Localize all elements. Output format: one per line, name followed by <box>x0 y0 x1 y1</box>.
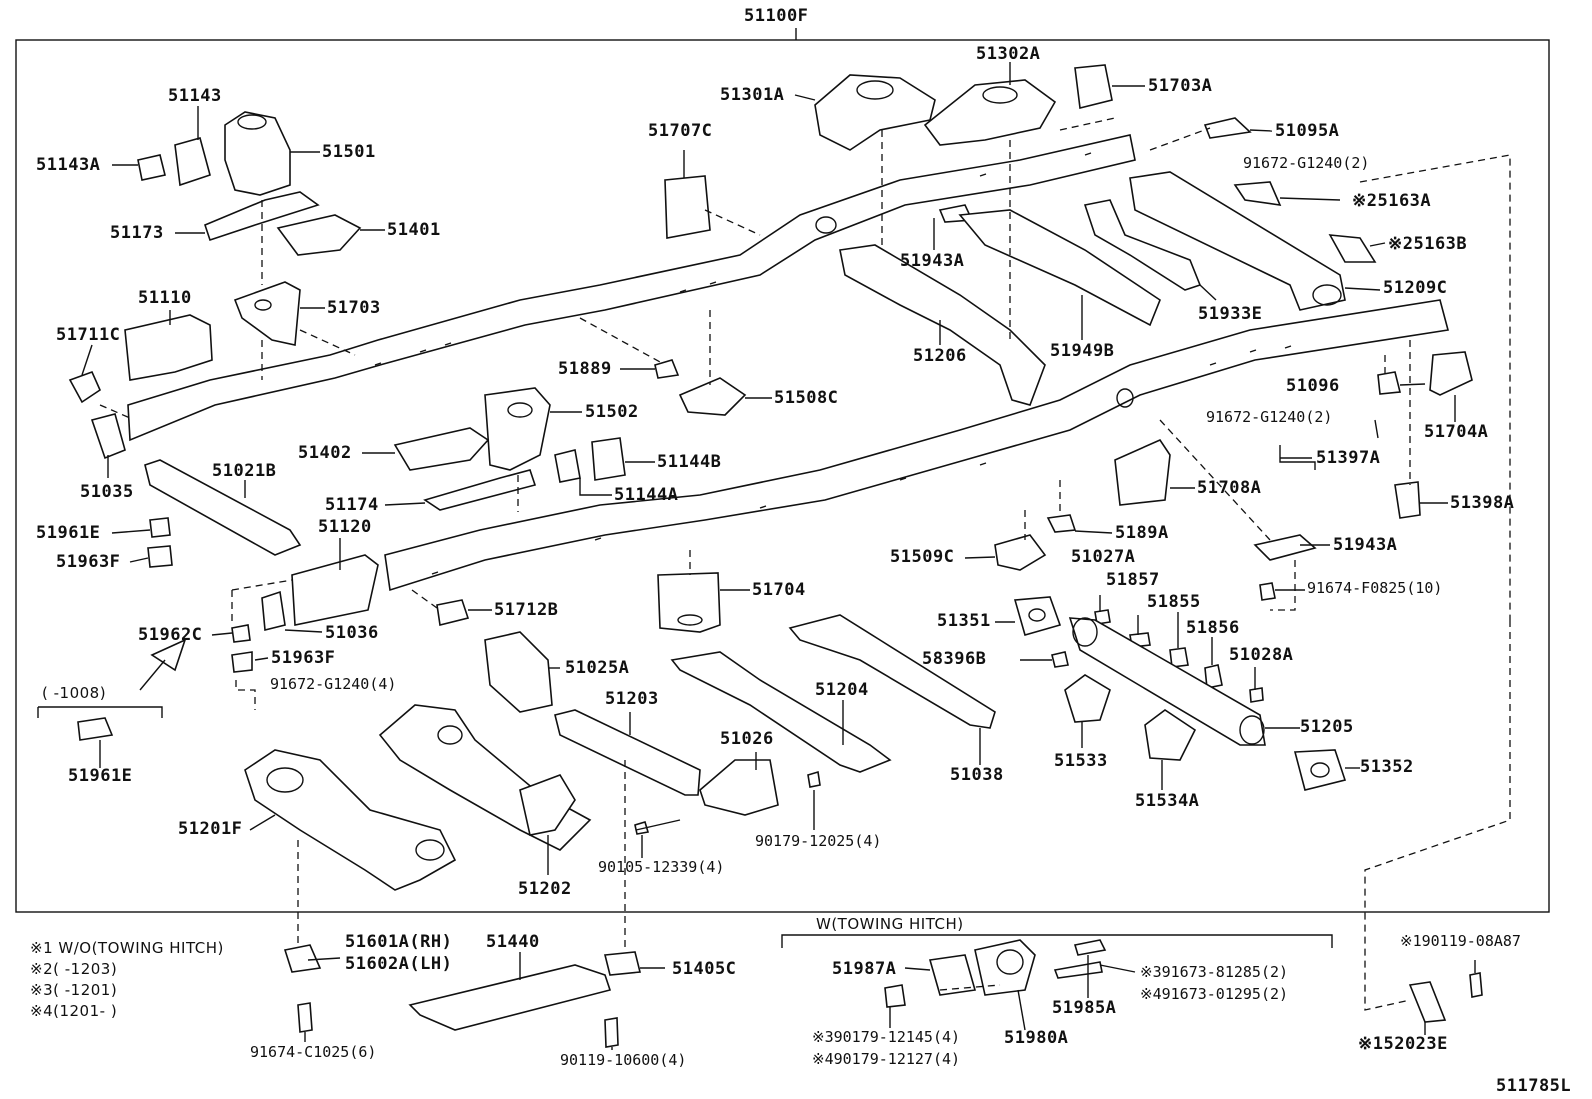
part-label: 51096 <box>1286 376 1340 396</box>
part-label: 51703 <box>327 298 381 318</box>
fastener-label: ※490179-12127(4) <box>812 1050 961 1068</box>
part-label: 51943A <box>900 251 965 271</box>
part-label: 51509C <box>890 547 955 567</box>
part-label: 51144A <box>614 485 679 505</box>
part-label: 51398A <box>1450 493 1515 513</box>
part-label: 51707C <box>648 121 713 141</box>
fastener-label: 91672-G1240(2) <box>1243 154 1370 172</box>
part-label: 51985A <box>1052 998 1117 1018</box>
fastener-label: 91672-G1240(4) <box>270 675 397 693</box>
part-label: 51397A <box>1316 448 1381 468</box>
part-label: 51703A <box>1148 76 1213 96</box>
part-label: 51301A <box>720 85 785 105</box>
part-label: 51943A <box>1333 535 1398 555</box>
part-label: 51205 <box>1300 717 1354 737</box>
part-label: 51203 <box>605 689 659 709</box>
part-label: 51143A <box>36 155 101 175</box>
part-label: 51027A <box>1071 547 1136 567</box>
part-label: 51961E <box>68 766 133 786</box>
fastener-label: 90119-10600(4) <box>560 1051 687 1069</box>
fastener-label: ※152023E <box>1358 1034 1448 1054</box>
part-label: 51712B <box>494 600 559 620</box>
fastener-label: ※25163A <box>1352 191 1432 211</box>
part-label: 51708A <box>1197 478 1262 498</box>
part-label: 51855 <box>1147 592 1201 612</box>
part-label: 51856 <box>1186 618 1240 638</box>
legend-line: ※1 W/O(TOWING HITCH) <box>30 939 224 957</box>
legend-line: ※2( -1203) <box>30 960 118 978</box>
part-label: 51120 <box>318 517 372 537</box>
part-label: 51204 <box>815 680 869 700</box>
part-label: 51405C <box>672 959 737 979</box>
fastener-label: 91672-G1240(2) <box>1206 408 1333 426</box>
part-label: 51704A <box>1424 422 1489 442</box>
part-label: 51949B <box>1050 341 1115 361</box>
part-label: 51961E <box>36 523 101 543</box>
part-label: 51508C <box>774 388 839 408</box>
part-label: 51502 <box>585 402 639 422</box>
part-label: 5189A <box>1115 523 1169 543</box>
part-label: 51173 <box>110 223 164 243</box>
part-label: 51987A <box>832 959 897 979</box>
part-label: 51704 <box>752 580 806 600</box>
part-label: 51302A <box>976 44 1041 64</box>
part-label: 51206 <box>913 346 967 366</box>
fastener-label: ※491673-01295(2) <box>1140 985 1289 1003</box>
fastener-label: 90179-12025(4) <box>755 832 882 850</box>
part-label: 51602A(LH) <box>345 954 453 974</box>
part-label: 51711C <box>56 325 121 345</box>
part-label: 51144B <box>657 452 722 472</box>
part-label: 51202 <box>518 879 572 899</box>
part-label: 51209C <box>1383 278 1448 298</box>
part-label: 51963F <box>271 648 336 668</box>
part-label: 51028A <box>1229 645 1294 665</box>
part-label: 51963F <box>56 552 121 572</box>
fastener-label: 90105-12339(4) <box>598 858 725 876</box>
part-label: 51889 <box>558 359 612 379</box>
frame-lower-rail <box>384 299 1450 592</box>
legend-line: ※3( -1201) <box>30 981 118 999</box>
part-label: 51036 <box>325 623 379 643</box>
part-label: 51401 <box>387 220 441 240</box>
part-label: 51143 <box>168 86 222 106</box>
part-label: 51095A <box>1275 121 1340 141</box>
axle-housing-shape <box>1068 617 1266 746</box>
part-label: 51025A <box>565 658 630 678</box>
part-label: 51021B <box>212 461 277 481</box>
part-label: 51038 <box>950 765 1004 785</box>
fastener-label: 91674-C1025(6) <box>250 1043 377 1061</box>
towing-group-title: W(TOWING HITCH) <box>816 915 964 933</box>
part-label: 51035 <box>80 482 134 502</box>
fastener-label: ※25163B <box>1388 234 1468 254</box>
part-label: 51962C <box>138 625 203 645</box>
part-label: 51933E <box>1198 304 1263 324</box>
part-label: 51026 <box>720 729 774 749</box>
part-label: 51601A(RH) <box>345 932 453 952</box>
part-label: 51402 <box>298 443 352 463</box>
parent-part-label: 51100F <box>744 6 809 26</box>
part-label: 51110 <box>138 288 192 308</box>
part-label: 51351 <box>937 611 991 631</box>
legend-line: ※4(1201- ) <box>30 1002 118 1020</box>
part-label: 51980A <box>1004 1028 1069 1048</box>
fastener-label: ※391673-81285(2) <box>1140 963 1289 981</box>
inset-range-label: ( -1008) <box>42 684 107 702</box>
diagram-frame <box>15 39 1550 913</box>
part-label: 58396B <box>922 649 987 669</box>
part-label: 51174 <box>325 495 379 515</box>
part-label: 51440 <box>486 932 540 952</box>
part-label: 51501 <box>322 142 376 162</box>
part-label: 51534A <box>1135 791 1200 811</box>
fastener-label: 91674-F0825(10) <box>1307 579 1443 597</box>
part-label: 51533 <box>1054 751 1108 771</box>
catalog-code-label: 511785L <box>1496 1076 1572 1096</box>
part-label: 51857 <box>1106 570 1160 590</box>
part-label: 51201F <box>178 819 243 839</box>
part-label: 51352 <box>1360 757 1414 777</box>
part-51501-shape <box>224 111 291 196</box>
fastener-label: ※190119-08A87 <box>1400 932 1521 950</box>
fastener-label: ※390179-12145(4) <box>812 1028 961 1046</box>
